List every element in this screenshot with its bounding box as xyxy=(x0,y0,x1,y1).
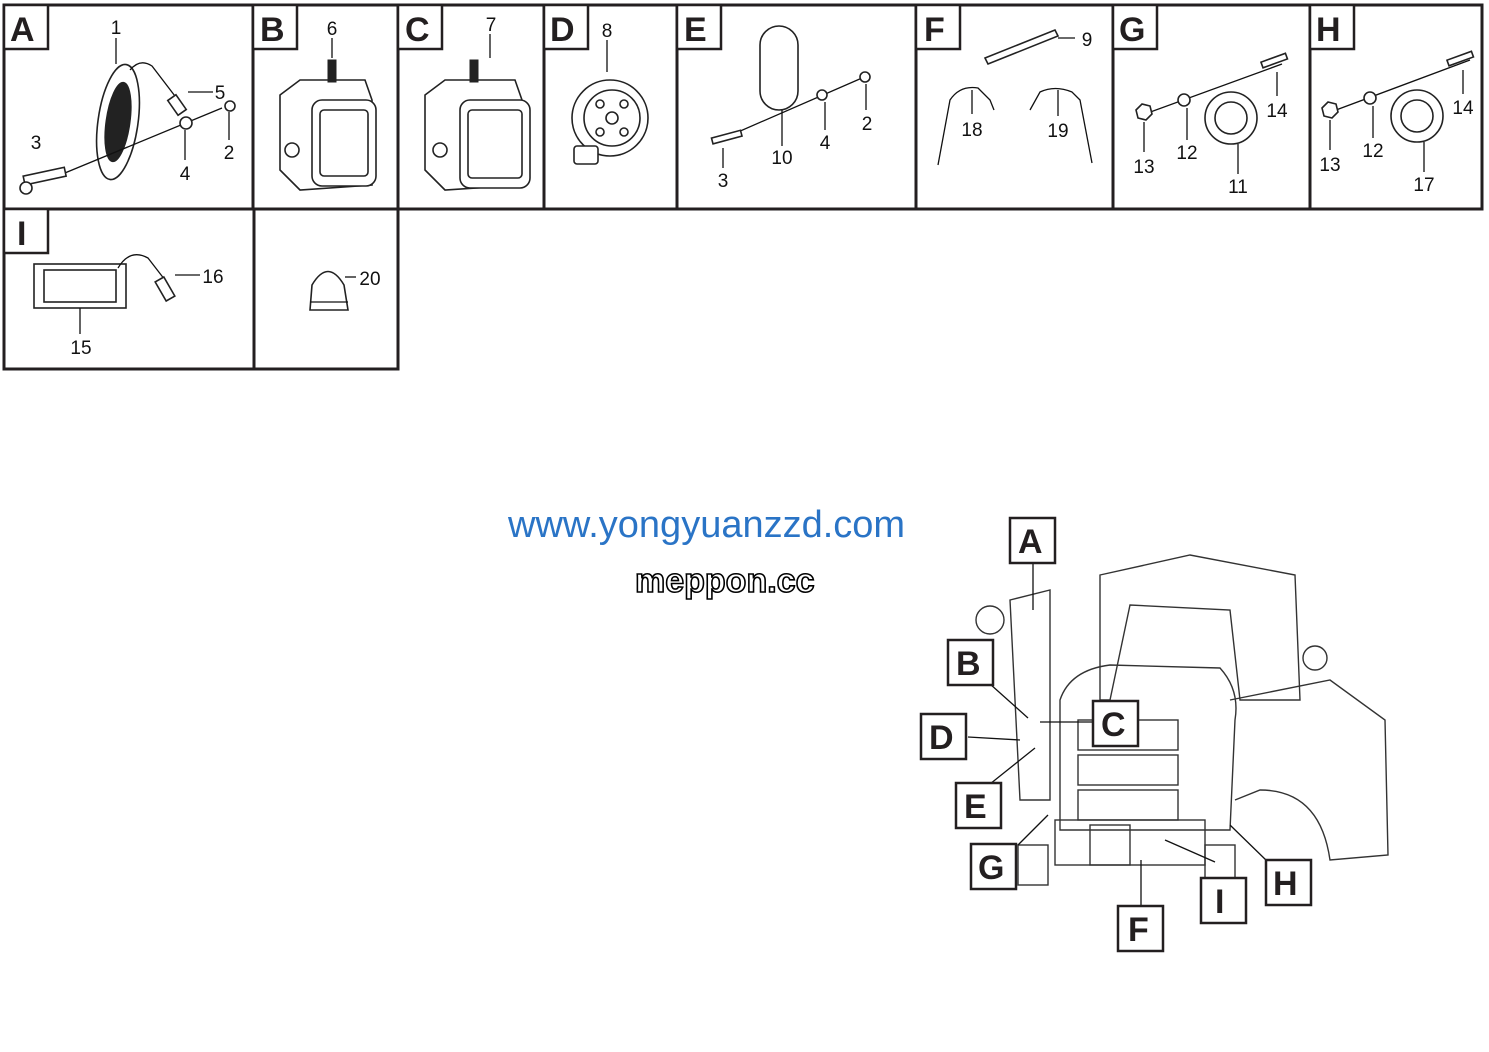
location-a: A xyxy=(1018,523,1043,561)
panel-frames xyxy=(2,3,1484,371)
location-b: B xyxy=(956,645,981,683)
connector xyxy=(166,93,188,117)
panel-f-parts: 9 18 19 xyxy=(937,28,1093,166)
panel-d-letter: D xyxy=(550,11,575,49)
washer xyxy=(1177,93,1191,107)
callout-15: 15 xyxy=(70,338,91,359)
callout-2: 2 xyxy=(862,114,873,135)
callout-3: 3 xyxy=(718,171,729,192)
washer xyxy=(1363,91,1377,105)
callout-4: 4 xyxy=(820,133,831,154)
panel-h-frame xyxy=(1308,3,1484,211)
callout-18: 18 xyxy=(961,120,982,141)
panel-20-parts: 20 xyxy=(309,269,381,311)
location-e: E xyxy=(964,788,987,826)
callout-12: 12 xyxy=(1176,143,1197,164)
callout-6: 6 xyxy=(327,19,338,40)
plate xyxy=(983,28,1060,66)
callout-10: 10 xyxy=(771,148,792,169)
panel-h-letter: H xyxy=(1316,11,1341,49)
callout-7: 7 xyxy=(486,15,497,36)
bolt xyxy=(1259,52,1289,69)
callout-3: 3 xyxy=(31,133,42,154)
callout-1: 1 xyxy=(111,18,122,39)
nut xyxy=(224,100,236,112)
callout-19: 19 xyxy=(1047,121,1068,142)
washer xyxy=(816,89,828,101)
watermark-meppon: meppon.cc xyxy=(635,562,814,600)
location-d: D xyxy=(929,719,954,757)
location-c: C xyxy=(1101,706,1126,744)
callout-14: 14 xyxy=(1452,98,1474,119)
nut xyxy=(1135,103,1153,121)
callout-14: 14 xyxy=(1266,101,1288,122)
location-h: H xyxy=(1273,865,1298,903)
fender xyxy=(1229,679,1389,861)
cab xyxy=(1099,554,1301,701)
panel-20-frame xyxy=(252,207,400,371)
mirror-right xyxy=(1302,645,1328,671)
panel-d-parts: 8 xyxy=(571,21,649,165)
callout-13: 13 xyxy=(1319,155,1340,176)
callout-2: 2 xyxy=(224,143,235,164)
callout-13: 13 xyxy=(1133,157,1154,178)
callout-17: 17 xyxy=(1413,175,1434,196)
panel-g-letter: G xyxy=(1119,11,1145,49)
callout-8: 8 xyxy=(602,21,613,42)
panel-i-parts: 16 15 xyxy=(33,254,224,359)
panel-letters: A B C D E F G H I xyxy=(2,3,1356,255)
location-i: I xyxy=(1215,883,1224,921)
bolt xyxy=(1445,50,1475,67)
bolt xyxy=(710,129,743,145)
machine-overview: A B C D E G F I H xyxy=(919,516,1389,953)
callout-11: 11 xyxy=(1228,177,1248,198)
mirror-left xyxy=(975,605,1005,635)
step-left xyxy=(1017,844,1049,886)
panel-b-parts: 6 xyxy=(279,19,377,191)
callout-5: 5 xyxy=(215,83,226,104)
callout-16: 16 xyxy=(202,267,223,288)
panel-h-parts: 14 12 13 17 xyxy=(1319,50,1475,196)
location-g: G xyxy=(978,849,1004,887)
panel-c-parts: 7 xyxy=(424,15,531,191)
callout-9: 9 xyxy=(1082,30,1093,51)
panel-b-letter: B xyxy=(260,11,285,49)
panel-e-letter: E xyxy=(684,11,707,49)
panel-a-letter: A xyxy=(10,11,35,49)
screw xyxy=(22,166,68,186)
callout-12: 12 xyxy=(1362,141,1383,162)
panel-a-parts: 1 5 3 4 2 xyxy=(19,18,236,195)
beacon xyxy=(309,270,349,311)
lamp-bracket xyxy=(759,25,799,111)
nut xyxy=(1321,101,1339,119)
location-f: F xyxy=(1128,911,1149,949)
panel-g-parts: 14 12 13 11 xyxy=(1133,52,1289,198)
panel-e-parts: 2 4 10 3 xyxy=(710,25,873,192)
connector xyxy=(154,275,176,303)
panel-i-letter: I xyxy=(17,215,26,253)
washer xyxy=(179,116,193,130)
panel-f-letter: F xyxy=(924,11,945,49)
front-connectors xyxy=(1089,824,1131,866)
light-post xyxy=(1009,589,1051,801)
panel-c-letter: C xyxy=(405,11,430,49)
engine-hood xyxy=(1059,664,1237,831)
callout-20: 20 xyxy=(359,269,380,290)
watermark-yongyuanzzd: www.yongyuanzzd.com xyxy=(507,504,905,546)
nut xyxy=(859,71,871,83)
callout-4: 4 xyxy=(180,164,191,185)
